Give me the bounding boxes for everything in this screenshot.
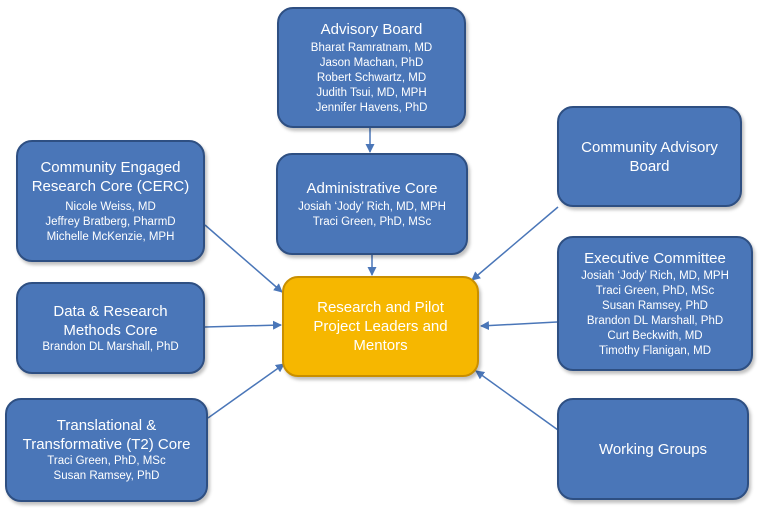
data-research-title-line-2: Methods Core [63, 321, 158, 339]
data-research-title-line-1: Data & Research [53, 302, 168, 320]
executive-member: Traci Green, PhD, MSc [595, 284, 715, 297]
administrative-member: Josiah ‘Jody’ Rich, MD, MPH [298, 200, 446, 213]
t2-member: Traci Green, PhD, MSc [47, 455, 166, 467]
cerc-member: Michelle McKenzie, MPH [46, 230, 175, 243]
administrative-core-box: Administrative Core Josiah ‘Jody’ Rich, … [276, 153, 468, 255]
center-title-line-1: Research and Pilot [317, 299, 444, 316]
community-advisory-title-line-1: Community Advisory [581, 138, 718, 156]
cerc-title-line-1: Community Engaged [40, 158, 181, 176]
advisory-member: Jason Machan, PhD [319, 56, 424, 69]
administrative-member: Traci Green, PhD, MSc [312, 215, 432, 228]
advisory-member: Bharat Ramratnam, MD [310, 41, 433, 54]
community-advisory-title-line-2: Board [629, 157, 670, 175]
advisory-board-box: Advisory Board Bharat Ramratnam, MD Jaso… [277, 7, 466, 128]
cerc-member: Nicole Weiss, MD [65, 200, 156, 213]
t2-title-line-1: Translational & [56, 417, 157, 434]
advisory-member: Jennifer Havens, PhD [315, 101, 428, 114]
cerc-member: Jeffrey Bratberg, PharmD [45, 215, 176, 228]
data-research-member: Brandon DL Marshall, PhD [42, 340, 179, 353]
executive-committee-box: Executive Committee Josiah ‘Jody’ Rich, … [557, 236, 753, 371]
t2-title-line-2: Transformative (T2) Core [22, 436, 191, 453]
center-title-line-3: Mentors [353, 337, 408, 354]
arrow-cerc-to-center [204, 224, 283, 293]
research-pilot-center-box: Research and Pilot Project Leaders and M… [282, 276, 479, 377]
advisory-member: Judith Tsui, MD, MPH [316, 86, 427, 99]
arrow-exec-to-center [480, 321, 558, 331]
cerc-title-line-2: Research Core (CERC) [31, 177, 190, 195]
arrow-t2-to-center [207, 363, 285, 419]
cerc-box: Community Engaged Research Core (CERC) N… [16, 140, 205, 262]
advisory-member: Robert Schwartz, MD [316, 71, 427, 84]
executive-member: Timothy Flanigan, MD [598, 344, 712, 357]
data-research-core-box: Data & Research Methods Core Brandon DL … [16, 282, 205, 374]
t2-core-box: Translational & Transformative (T2) Core… [5, 398, 208, 502]
t2-member: Susan Ramsey, PhD [53, 470, 160, 482]
executive-member: Susan Ramsey, PhD [602, 299, 708, 312]
advisory-board-title: Advisory Board [320, 20, 423, 38]
working-groups-box: Working Groups [557, 398, 749, 500]
executive-committee-title: Executive Committee [584, 249, 726, 267]
community-advisory-board-box: Community Advisory Board [557, 106, 742, 207]
working-groups-title: Working Groups [598, 440, 708, 458]
executive-member: Brandon DL Marshall, PhD [586, 314, 724, 327]
center-title-line-2: Project Leaders and [313, 318, 448, 335]
executive-member: Josiah ‘Jody’ Rich, MD, MPH [581, 269, 729, 282]
arrow-community-to-center [471, 206, 559, 281]
arrow-data-to-center [204, 320, 282, 330]
administrative-core-title: Administrative Core [306, 179, 438, 197]
executive-member: Curt Beckwith, MD [607, 329, 703, 342]
arrow-working-to-center [475, 370, 559, 431]
